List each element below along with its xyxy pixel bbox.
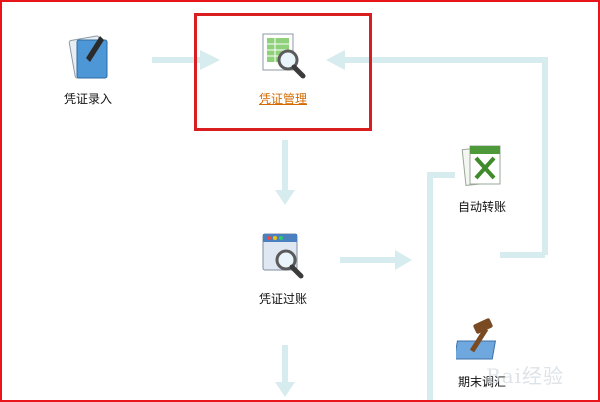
voucher-manage-icon xyxy=(262,33,306,79)
voucher-entry-node[interactable]: 凭证录入 xyxy=(48,32,128,107)
voucher-posting-label: 凭证过账 xyxy=(258,292,307,306)
highlight-box xyxy=(194,13,372,131)
period-end-node[interactable]: 期末调汇 xyxy=(442,315,522,390)
auto-transfer-icon xyxy=(461,145,501,187)
auto-transfer-label: 自动转账 xyxy=(457,200,506,214)
period-end-label: 期末调汇 xyxy=(457,375,506,389)
gavel-icon xyxy=(456,318,497,360)
voucher-entry-label: 凭证录入 xyxy=(63,92,112,106)
voucher-manage-node[interactable]: 凭证管理 xyxy=(243,28,323,107)
voucher-posting-icon xyxy=(262,233,304,279)
voucher-manage-link[interactable]: 凭证管理 xyxy=(258,92,307,106)
watermark: Bai经验 xyxy=(486,364,565,388)
auto-transfer-node[interactable]: 自动转账 xyxy=(442,140,522,215)
voucher-entry-icon xyxy=(68,35,108,79)
voucher-posting-node[interactable]: 凭证过账 xyxy=(243,228,323,307)
